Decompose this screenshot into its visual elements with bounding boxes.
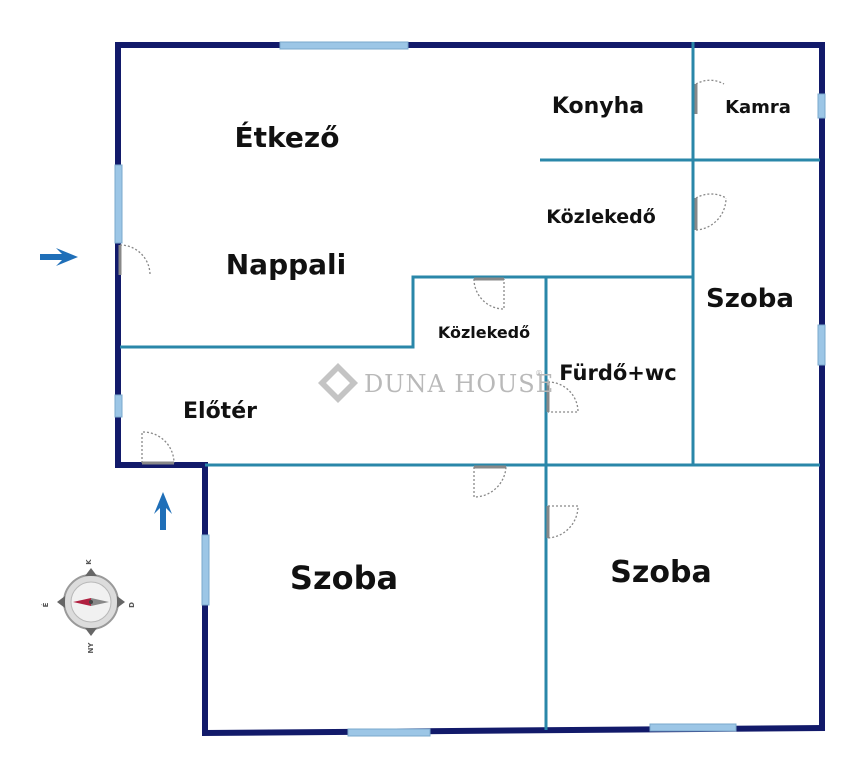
window-bottom-left xyxy=(347,728,431,737)
doors xyxy=(118,79,727,539)
room-label-etkezo: Étkező xyxy=(235,120,340,154)
windows xyxy=(114,41,826,737)
compass-needle-grey-icon xyxy=(91,598,109,606)
watermark: DUNA HOUSE ® xyxy=(318,363,554,403)
window-left-lower xyxy=(114,394,123,418)
watermark-registered: ® xyxy=(535,369,543,378)
room-label-szoba-right: Szoba xyxy=(706,284,794,314)
arrow-right-icon xyxy=(40,248,78,266)
window-left-upper xyxy=(114,164,123,244)
entrance-arrows xyxy=(40,248,172,530)
room-label-kamra: Kamra xyxy=(725,97,791,118)
window-top xyxy=(279,41,409,50)
watermark-brand: DUNA HOUSE xyxy=(364,370,554,398)
compass-east: K xyxy=(85,559,93,565)
arrow-up-icon xyxy=(154,492,172,530)
door-szoba-bottom-right xyxy=(546,505,579,539)
room-label-kozlekedo-upper: Közlekedő xyxy=(546,206,656,228)
door-furdo xyxy=(546,381,579,413)
room-labels: Étkező Nappali Konyha Kamra Közlekedő Sz… xyxy=(183,94,794,597)
window-bottom-right xyxy=(649,723,737,732)
compass: É K D NY xyxy=(41,559,136,654)
door-szoba-right xyxy=(694,193,727,231)
room-label-eloter: Előtér xyxy=(183,399,257,424)
door-entrance xyxy=(118,244,151,276)
window-left-szoba xyxy=(201,534,210,606)
door-eloter xyxy=(141,431,175,465)
room-label-furdo: Fürdő+wc xyxy=(559,361,677,385)
room-label-szoba-bottom-right: Szoba xyxy=(610,555,711,590)
compass-north: É xyxy=(41,602,50,607)
room-label-szoba-bottom-left: Szoba xyxy=(290,559,398,597)
window-right-szoba xyxy=(817,324,826,366)
compass-west: NY xyxy=(87,642,95,654)
room-label-nappali: Nappali xyxy=(226,248,347,281)
window-right-kamra xyxy=(817,93,826,119)
duna-house-logo-icon xyxy=(318,363,358,403)
compass-south: D xyxy=(128,602,136,608)
room-label-kozlekedo-lower: Közlekedő xyxy=(438,323,530,342)
room-label-konyha: Konyha xyxy=(552,94,644,119)
door-kozlekedo xyxy=(473,277,505,310)
door-kamra xyxy=(694,79,725,114)
door-szoba-bottom-left xyxy=(473,465,507,498)
compass-needle-red-icon xyxy=(73,598,91,606)
interior-walls xyxy=(120,42,820,730)
